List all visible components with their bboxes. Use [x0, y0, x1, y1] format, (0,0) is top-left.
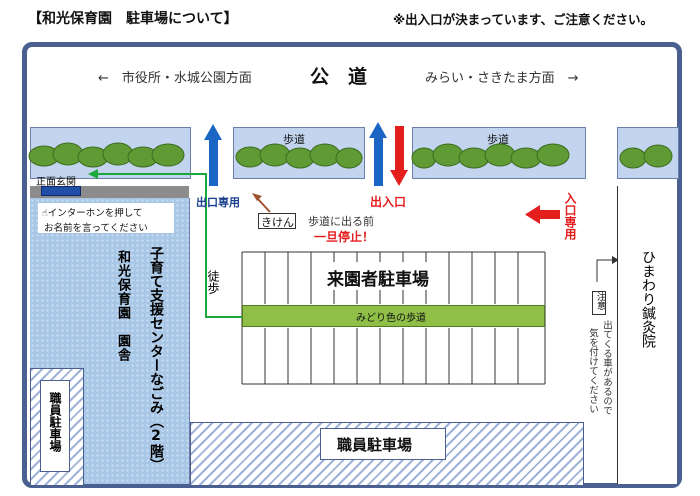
caution-line1: 出てくる車があるので — [601, 320, 612, 415]
road-direction-right: みらい・さきたま方面 → — [425, 71, 579, 86]
sidewalk-label-left: 歩道 — [283, 133, 305, 146]
front-entrance-label: 正面玄関 — [36, 177, 76, 188]
sidewalk-label-right: 歩道 — [487, 133, 509, 146]
stop-notice-line2: 一旦停止！ — [314, 230, 375, 244]
staff-parking-left-label-box — [40, 380, 70, 472]
notice-text: ※出入口が決まっています、ご注意ください。 — [393, 12, 654, 27]
exit-only-label: 出口専用 — [196, 196, 240, 209]
staff-parking-bottom-label-box — [320, 428, 446, 460]
page-title: 【和光保育園 駐車場について】 — [28, 11, 238, 27]
caution-badge — [592, 291, 606, 315]
caution-badge-text: 注意 — [595, 292, 605, 310]
road-direction-left: ← 市役所・水城公園方面 — [98, 71, 252, 86]
visitor-parking-label-box — [318, 262, 448, 290]
nursery-building-label: 和光保育園 園舎 — [115, 250, 130, 362]
caution-sign — [258, 213, 296, 229]
intercom-line2: お名前を言ってください — [44, 223, 148, 234]
intercom-text-1: インターホンを押して — [47, 208, 143, 219]
clinic-building — [617, 186, 677, 484]
clinic-label: ひまわり鍼灸院 — [640, 250, 656, 348]
green-walkway-label: みどり色の歩道 — [356, 313, 426, 324]
front-entrance-door — [41, 186, 81, 196]
entrance-exit-label: 出入口 — [370, 195, 407, 209]
entrance-only-label: 入口専用 — [563, 192, 577, 240]
staff-parking-bottom-label: 職員駐車場 — [337, 436, 413, 454]
green-walkway — [242, 305, 545, 327]
road-name: 公 道 — [310, 66, 368, 88]
visitor-parking-label: 来園者駐車場 — [327, 270, 429, 290]
walkway-label: 徒歩 — [206, 270, 220, 294]
staff-parking-left-label: 職員駐車場 — [48, 392, 62, 452]
support-center-label: 子育て支援センターなごみ（2階） — [148, 246, 164, 472]
intercom-note — [38, 203, 174, 233]
intercom-line1: ☝インターホンを押して — [42, 205, 143, 219]
caution-line2: 気を付けてください — [587, 328, 598, 414]
caution-sign-text: きけん — [261, 216, 294, 229]
stop-notice-line1: 歩道に出る前 — [308, 215, 374, 228]
hand-pointer-icon: ☝ — [42, 208, 48, 219]
